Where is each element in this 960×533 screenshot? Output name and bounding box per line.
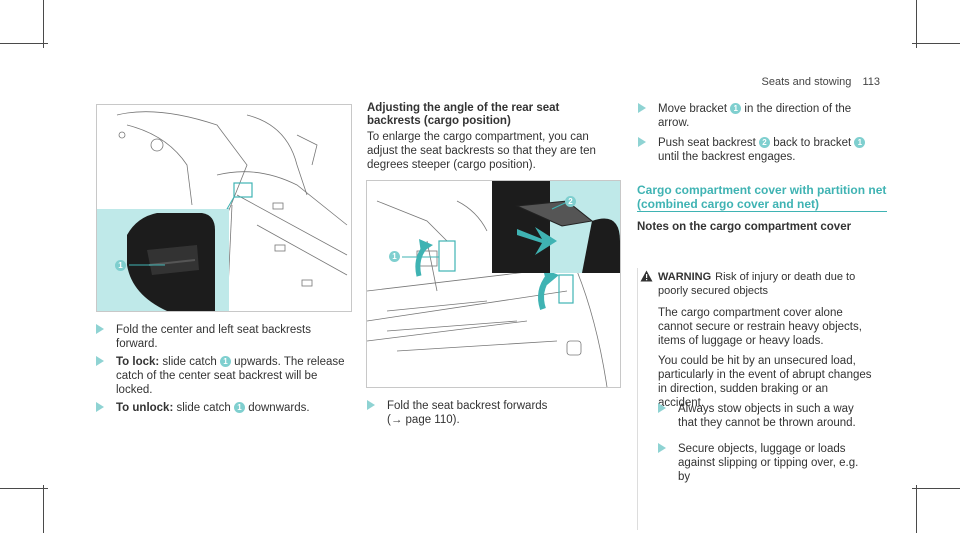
- callout-1: 1: [219, 356, 231, 367]
- step-arrow-icon: [96, 356, 104, 366]
- heading-notes-cargo-cover: Notes on the cargo compartment cover: [637, 221, 852, 233]
- step-arrow-icon: [638, 137, 646, 147]
- crop-mark: [43, 0, 44, 48]
- callout-2: 2: [565, 196, 576, 207]
- step-fold-backrests: Fold the center and left seat backrests …: [96, 323, 351, 351]
- crop-mark: [912, 488, 960, 489]
- backrest-illustration: [367, 181, 620, 387]
- figure-seat-catch: 1: [96, 104, 352, 312]
- step-arrow-icon: [638, 103, 646, 113]
- crop-mark: [912, 43, 960, 44]
- crop-mark: [0, 488, 48, 489]
- warning-body-2: You could be hit by an unsecured load, p…: [658, 355, 872, 409]
- section-name: Seats and stowing: [761, 76, 852, 88]
- figure-backrest-bracket: 1 2: [366, 180, 621, 388]
- warning-body: The cargo compartment cover alone cannot…: [658, 307, 862, 347]
- crop-mark: [43, 485, 44, 533]
- heading-cargo-position: Adjusting the angle of the rear seat bac…: [367, 102, 560, 127]
- step-arrow-icon: [658, 403, 666, 413]
- crop-mark: [0, 43, 48, 44]
- step-move-bracket: Move bracket 1 in the direction of the a…: [638, 102, 873, 130]
- warning-label: WARNING: [658, 271, 712, 283]
- section-title-cargo-cover: Cargo compartment cover with partition n…: [637, 183, 887, 211]
- page-number: 113: [862, 76, 880, 88]
- crop-mark: [916, 0, 917, 48]
- step-arrow-icon: [658, 443, 666, 453]
- step-arrow-icon: [367, 400, 375, 410]
- step-lock: To lock: slide catch 1 upwards. The rele…: [96, 355, 351, 397]
- callout-1: 1: [115, 260, 126, 271]
- callout-1: 1: [389, 251, 400, 262]
- running-header: Seats and stowing 113: [762, 76, 881, 88]
- seat-illustration: [97, 111, 348, 311]
- callout-1: 1: [234, 402, 246, 413]
- crop-mark: [916, 485, 917, 533]
- page-reference-link[interactable]: (→ page 110).: [387, 414, 460, 426]
- step-arrow-icon: [96, 324, 104, 334]
- callout-2: 2: [759, 137, 770, 148]
- step-unlock: To unlock: slide catch 1 downwards.: [96, 401, 351, 415]
- step-push-backrest: Push seat backrest 2 back to bracket 1 u…: [638, 136, 873, 164]
- section-rule: [637, 211, 887, 212]
- step-arrow-icon: [96, 402, 104, 412]
- warning-triangle-icon: [640, 270, 653, 282]
- intro-cargo-position: To enlarge the cargo compartment, you ca…: [367, 131, 596, 171]
- warning-bullet: Always stow objects in such a way that t…: [658, 402, 873, 430]
- warning-bullet: Secure objects, luggage or loads against…: [658, 442, 873, 484]
- callout-1: 1: [854, 137, 866, 148]
- callout-1: 1: [730, 103, 742, 114]
- step-fold-backrest: Fold the seat backrest forwards (→ page …: [367, 399, 612, 427]
